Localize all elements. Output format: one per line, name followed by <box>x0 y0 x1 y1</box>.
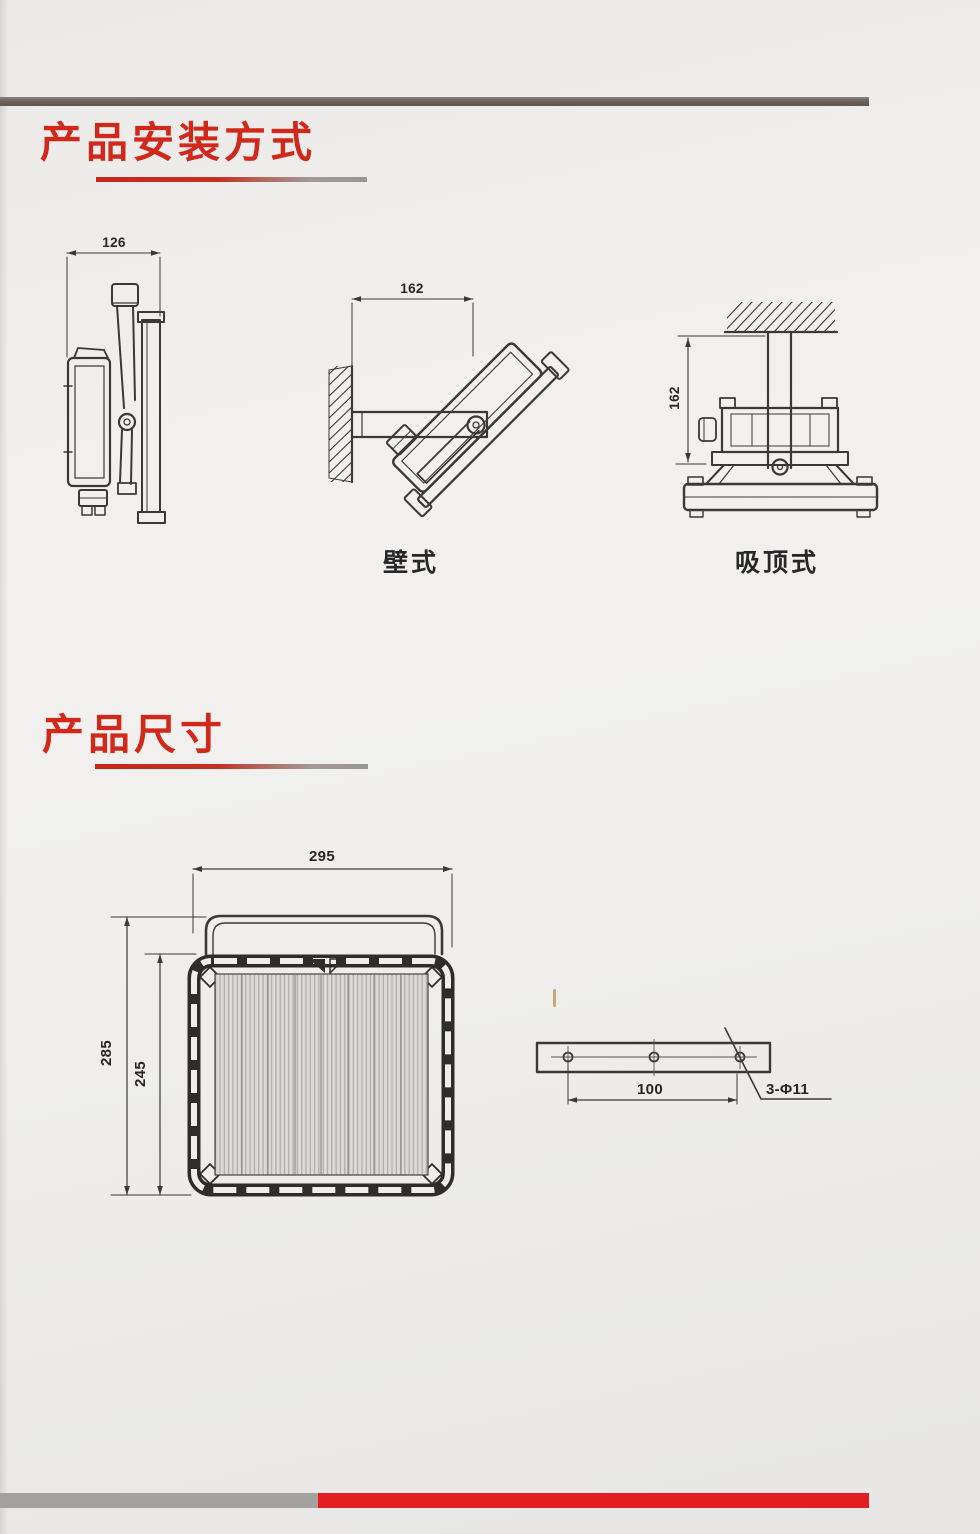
holes-callout: 3-Φ11 <box>724 1027 832 1100</box>
drawing-side-view: 126 <box>63 235 166 524</box>
holes-callout-label: 3-Φ11 <box>766 1081 809 1098</box>
ceiling-pole <box>766 330 793 470</box>
title-underline-dimensions <box>95 764 368 769</box>
dim-label-front-width: 295 <box>309 848 335 865</box>
dim-label-side-width: 126 <box>102 235 126 250</box>
dim-label-front-body-height: 245 <box>132 1061 149 1087</box>
top-center-mark <box>309 959 325 973</box>
ceiling-hatch <box>723 302 839 334</box>
dim-label-ceiling-height: 162 <box>667 386 682 409</box>
dim-label-wall-width: 162 <box>400 281 423 296</box>
dimension-ceiling-height: 162 <box>667 335 766 465</box>
label-wall-mount: 壁式 <box>383 548 439 577</box>
drawing-ceiling-mount: 162 吸顶式 <box>667 302 879 577</box>
dimension-side-width: 126 <box>66 235 161 358</box>
drawing-front-view: 295 285 <box>98 848 455 1197</box>
dimension-front-total-height: 285 <box>98 916 207 1196</box>
dimension-front-body-height: 245 <box>132 953 197 1196</box>
drawing-wall-mount: 162 壁式 <box>328 281 570 577</box>
side-view-lamp-art <box>63 283 166 524</box>
section-title-installation: 产品安装方式 <box>40 119 317 166</box>
footer-bar-red <box>318 1493 869 1508</box>
drawing-mounting-bracket: 100 3-Φ11 <box>535 1027 832 1105</box>
wall-arm <box>350 410 489 439</box>
title-underline-installation <box>96 177 367 182</box>
bracket-art <box>535 1039 772 1076</box>
dimension-front-width: 295 <box>192 848 453 948</box>
dim-label-hole-spacing: 100 <box>637 1081 663 1098</box>
wall-hatch <box>328 364 354 484</box>
wall-mount-lamp-art <box>386 342 570 518</box>
front-view-lamp-art <box>187 914 455 1197</box>
dimension-wall-width: 162 <box>351 281 474 367</box>
footer-bar-gray <box>0 1493 318 1508</box>
section-title-dimensions: 产品尺寸 <box>42 711 227 758</box>
top-divider-bar <box>0 97 869 106</box>
left-edge-shade <box>0 0 8 1534</box>
dimension-hole-spacing: 100 <box>567 1061 738 1105</box>
dim-label-front-total-height: 285 <box>98 1040 115 1066</box>
label-ceiling-mount: 吸顶式 <box>735 549 819 577</box>
ceiling-lamp-art <box>682 397 879 518</box>
small-highlight-mark <box>553 989 556 1007</box>
